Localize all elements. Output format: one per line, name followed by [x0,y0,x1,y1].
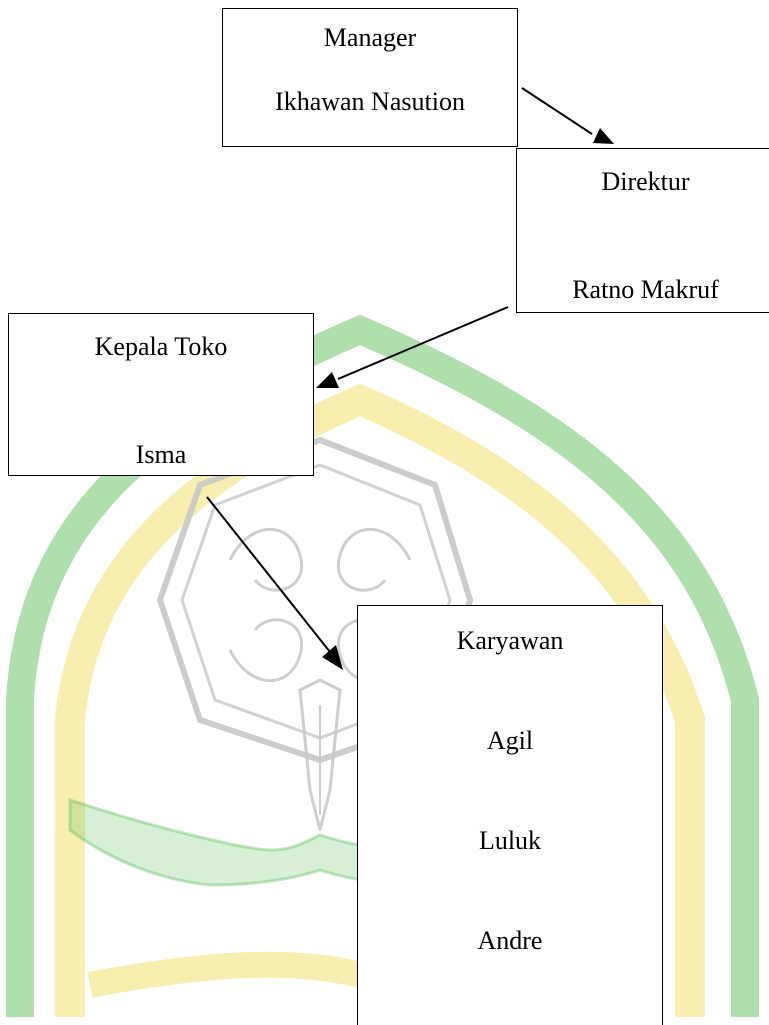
watermark-yellow-dome [55,383,705,1017]
node-karyawan-title: Karyawan [456,626,564,655]
watermark-pen-nib [298,678,342,831]
node-kepala-toko: Kepala Toko Isma [8,313,314,476]
node-karyawan-member-1: Agil [486,726,534,755]
edge-kepala-to-karyawan [206,496,331,653]
node-manager-title: Manager [323,23,417,52]
watermark-ornament-swirl [228,527,412,683]
node-direktur-title: Direktur [601,167,690,196]
node-direktur-member: Ratno Makruf [572,275,719,304]
arrowhead-direktur-to-kepala [316,372,339,388]
arrowhead-kepala-to-karyawan [322,645,343,670]
node-kepala-toko-member: Isma [135,440,187,469]
node-karyawan-member-2: Luluk [478,826,542,855]
node-manager: Manager Ikhawan Nasution [222,8,518,147]
watermark-green-dome [5,314,759,1017]
edge-manager-to-direktur [521,87,593,135]
node-karyawan: Karyawan Agil Luluk Andre [357,605,663,1025]
arrowhead-manager-to-direktur [593,128,614,144]
node-manager-member: Ikhawan Nasution [275,87,465,116]
node-karyawan-member-3: Andre [477,926,543,955]
edge-direktur-to-kepala [337,306,509,380]
node-direktur: Direktur Ratno Makruf [516,148,769,313]
node-kepala-toko-title: Kepala Toko [94,332,228,361]
